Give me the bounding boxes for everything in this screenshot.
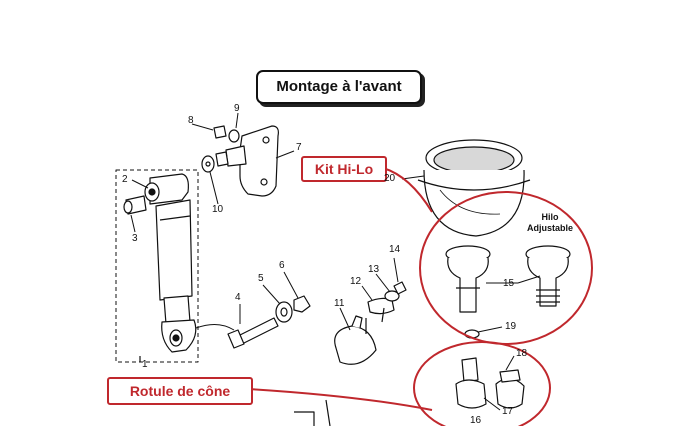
part-number-14: 14: [389, 244, 401, 255]
hilo-adjustable-label: Hilo Adjustable: [518, 212, 582, 234]
rotule-label: Rotule de cône: [107, 377, 253, 405]
part-number-5: 5: [258, 273, 264, 284]
part-number-9: 9: [234, 103, 240, 114]
kit-hilo-label: Kit Hi-Lo: [301, 156, 387, 182]
part-number-15: 15: [503, 278, 515, 289]
cone-joint: [455, 357, 525, 409]
cone-and-rubbers: [334, 281, 407, 365]
part-number-19: 19: [505, 321, 517, 332]
part-number-8: 8: [188, 115, 194, 126]
cone-joint-highlight-ellipse: [413, 341, 551, 426]
hilo-label-line2: Adjustable: [526, 223, 573, 233]
hilo-assembly: [445, 245, 571, 339]
mounting-bracket: [201, 125, 279, 197]
part-number-11: 11: [334, 298, 345, 309]
part-number-6: 6: [279, 260, 285, 271]
part-number-2: 2: [122, 174, 128, 185]
part-number-1: 1: [142, 359, 148, 370]
shock-absorber: [115, 169, 199, 363]
part-number-10: 10: [212, 204, 224, 215]
part-number-12: 12: [350, 276, 362, 287]
part-number-20: 20: [384, 173, 396, 184]
lower-bolt-set: [195, 295, 311, 349]
part-number-3: 3: [132, 233, 138, 244]
cone-cup: [417, 139, 531, 237]
part-number-17: 17: [502, 406, 514, 417]
part-number-4: 4: [235, 292, 241, 303]
part-number-16: 16: [470, 415, 482, 426]
part-number-7: 7: [296, 142, 302, 153]
cone-joint-connector-line: [248, 388, 433, 411]
diagram-title: Montage à l'avant: [256, 70, 422, 104]
hilo-connector-line: [382, 167, 433, 213]
part-number-13: 13: [368, 264, 380, 275]
part-number-18: 18: [516, 348, 528, 359]
hilo-label-line1: Hilo: [541, 212, 559, 222]
